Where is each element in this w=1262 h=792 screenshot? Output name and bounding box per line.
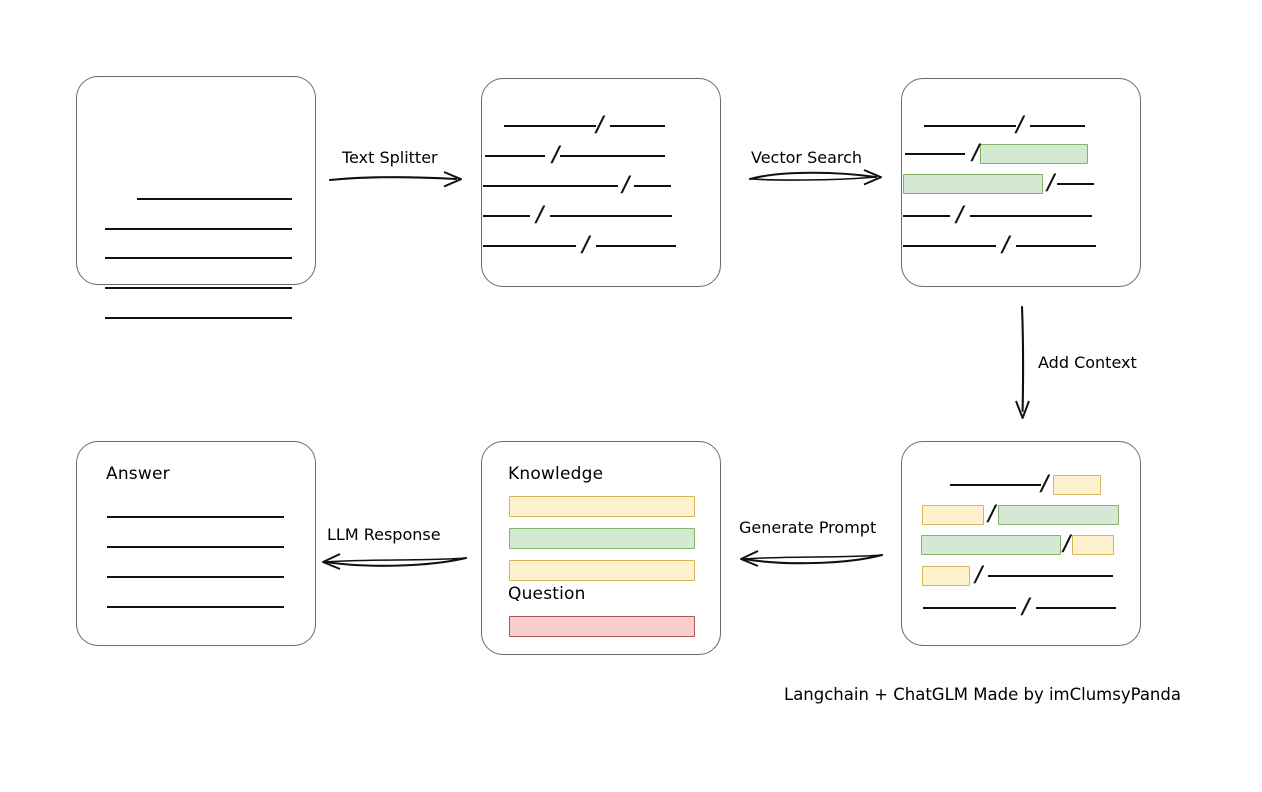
edge-text-splitter-arrow	[328, 171, 462, 188]
text-line	[77, 218, 315, 240]
node-prompt[interactable]: Knowledge Question	[481, 441, 721, 655]
text-line-with-chunk: /	[902, 141, 1140, 165]
node-context-document[interactable]: / / / /	[901, 441, 1141, 646]
edge-vector-search-label: Vector Search	[751, 148, 863, 167]
text-line: /	[902, 113, 1140, 137]
knowledge-chunk-yellow[interactable]	[509, 560, 695, 581]
retrieved-chunk-green[interactable]	[921, 535, 1061, 555]
edge-generate-prompt-arrow	[740, 550, 884, 567]
edge-generate-prompt-label: Generate Prompt	[739, 518, 877, 537]
edge-llm-response-arrow	[322, 553, 468, 570]
node-split-document[interactable]: / / / / /	[481, 78, 721, 287]
text-line: /	[902, 203, 1140, 227]
prompt-knowledge-label: Knowledge	[508, 464, 604, 484]
edge-add-context-arrow	[1015, 305, 1030, 419]
text-line: /	[902, 233, 1140, 257]
text-line	[77, 596, 315, 618]
vector-matched-lines: / / / / /	[902, 79, 1140, 286]
question-chunk-red[interactable]	[509, 616, 695, 637]
text-line: /	[482, 233, 720, 257]
answer-label: Answer	[106, 464, 170, 484]
answer-lines	[77, 442, 315, 645]
retrieved-chunk-green[interactable]	[979, 144, 1088, 164]
text-line-with-chunk: /	[902, 502, 1140, 526]
text-line-with-chunk: /	[902, 171, 1140, 195]
context-document-lines: / / / /	[902, 442, 1140, 645]
knowledge-chunk-yellow[interactable]	[509, 496, 695, 517]
text-line: /	[482, 143, 720, 167]
retrieved-chunk-green[interactable]	[903, 174, 1043, 194]
text-line	[77, 536, 315, 558]
retrieved-chunk-green[interactable]	[997, 505, 1119, 525]
text-line	[77, 307, 315, 329]
text-line-with-chunk: /	[902, 532, 1140, 556]
edge-llm-response-label: LLM Response	[327, 525, 441, 544]
source-document-lines	[77, 77, 315, 319]
text-line	[77, 277, 315, 299]
node-vector-matched-document[interactable]: / / / / /	[901, 78, 1141, 287]
text-line	[77, 566, 315, 588]
split-document-lines: / / / / /	[482, 79, 720, 286]
footer-credit: Langchain + ChatGLM Made by imClumsyPand…	[784, 685, 1181, 704]
node-source-document[interactable]	[76, 76, 316, 319]
text-line: /	[482, 173, 720, 197]
edge-text-splitter-label: Text Splitter	[342, 148, 438, 167]
knowledge-chunk-green[interactable]	[509, 528, 695, 549]
text-line	[77, 188, 315, 210]
node-answer[interactable]: Answer	[76, 441, 316, 646]
text-line: /	[902, 595, 1140, 619]
edge-add-context-label: Add Context	[1038, 353, 1137, 372]
text-line: /	[482, 113, 720, 137]
text-line	[77, 506, 315, 528]
text-line: /	[482, 203, 720, 227]
text-line-with-chunk: /	[902, 563, 1140, 587]
text-line-with-chunk: /	[902, 472, 1140, 496]
context-chunk-yellow[interactable]	[922, 566, 970, 586]
context-chunk-yellow[interactable]	[1071, 535, 1114, 555]
prompt-question-label: Question	[508, 584, 586, 604]
context-chunk-yellow[interactable]	[1052, 475, 1101, 495]
edge-vector-search-arrow	[748, 169, 882, 186]
context-chunk-yellow[interactable]	[922, 505, 984, 525]
text-line	[77, 247, 315, 269]
